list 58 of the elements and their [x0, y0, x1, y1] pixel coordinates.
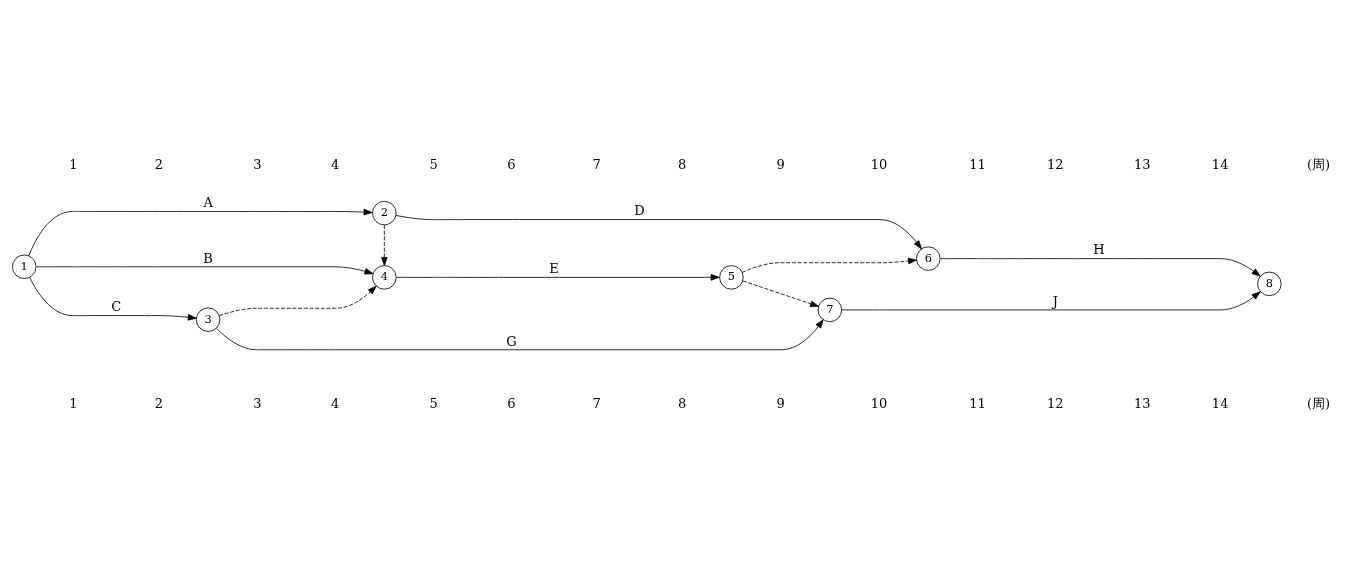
label: 3: [253, 156, 262, 172]
node-circle: 2: [372, 200, 397, 226]
label: 1: [69, 156, 78, 172]
label: 14: [1211, 156, 1229, 172]
arrow: [742, 280, 819, 307]
label: 9: [776, 156, 785, 172]
label: 11: [969, 156, 986, 172]
label: 4: [330, 156, 340, 172]
label: 7: [592, 396, 601, 412]
edge-label: A: [203, 195, 213, 211]
label: 6: [507, 156, 516, 172]
arrow: [29, 276, 197, 321]
label: 12: [1047, 156, 1064, 172]
label: 10: [870, 156, 888, 172]
node-circle: 8: [1257, 271, 1282, 297]
edge-label: J: [1052, 293, 1058, 309]
label: (周): [1307, 396, 1331, 412]
arrow: [36, 266, 374, 275]
arrow: [396, 274, 720, 281]
arrow: [940, 258, 1261, 277]
label: 7: [592, 156, 601, 172]
label: 12: [1047, 396, 1064, 412]
label: 13: [1134, 396, 1151, 412]
label: 8: [678, 396, 687, 412]
node-circle: 1: [12, 254, 37, 279]
node-circle: 4: [372, 265, 397, 290]
edge-label: D: [634, 203, 645, 219]
label: 2: [154, 396, 164, 412]
label: 2: [154, 156, 164, 172]
node-circle: 6: [916, 246, 941, 271]
label: 10: [870, 396, 888, 412]
node-circle: 3: [195, 307, 221, 332]
label: 8: [678, 156, 687, 172]
arrow: [218, 285, 377, 317]
label: 3: [253, 396, 262, 412]
arrow: [395, 215, 922, 250]
arrow: [28, 208, 373, 257]
label: (周): [1307, 156, 1331, 172]
label: 11: [969, 396, 986, 412]
edge-label: E: [549, 261, 559, 277]
edge-label: C: [111, 299, 122, 315]
edge-label: H: [1093, 242, 1105, 258]
arrow: [216, 319, 824, 351]
label: 4: [330, 396, 340, 412]
label: 5: [429, 396, 438, 412]
label: 1: [69, 396, 78, 412]
node-circle: 5: [719, 265, 744, 290]
arrow: [841, 291, 1261, 311]
label: 5: [429, 156, 438, 172]
label: 13: [1134, 156, 1151, 172]
label: 9: [776, 396, 785, 412]
edge-label: G: [506, 333, 517, 349]
arrow: [381, 224, 388, 266]
label: 14: [1211, 396, 1229, 412]
node-circle: 7: [817, 297, 843, 323]
arrow: [741, 257, 917, 273]
label: 6: [507, 396, 516, 412]
edge-label: B: [203, 250, 213, 266]
